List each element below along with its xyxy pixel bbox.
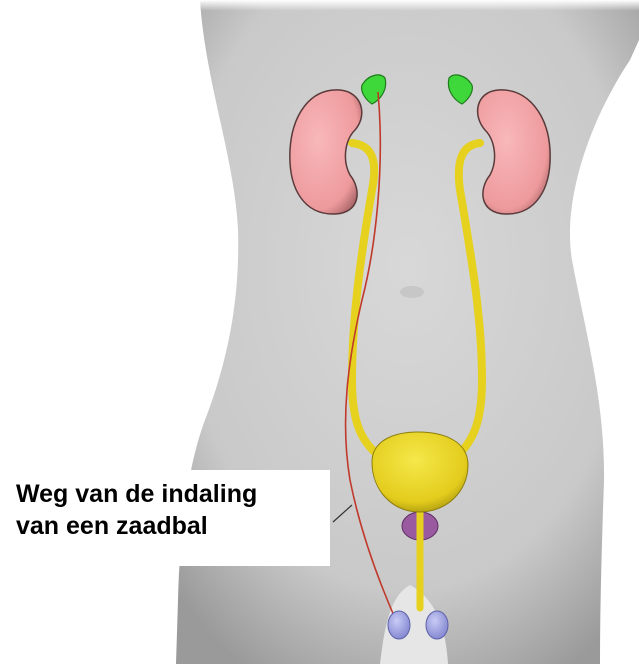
top-fade (150, 0, 639, 90)
navel (400, 286, 424, 298)
annotation-line-2: van een zaadbal (16, 510, 330, 542)
annotation-label: Weg van de indaling van een zaadbal (0, 470, 330, 566)
right-testis (426, 611, 448, 639)
left-testis (388, 611, 410, 639)
annotation-line-1: Weg van de indaling (16, 478, 330, 510)
